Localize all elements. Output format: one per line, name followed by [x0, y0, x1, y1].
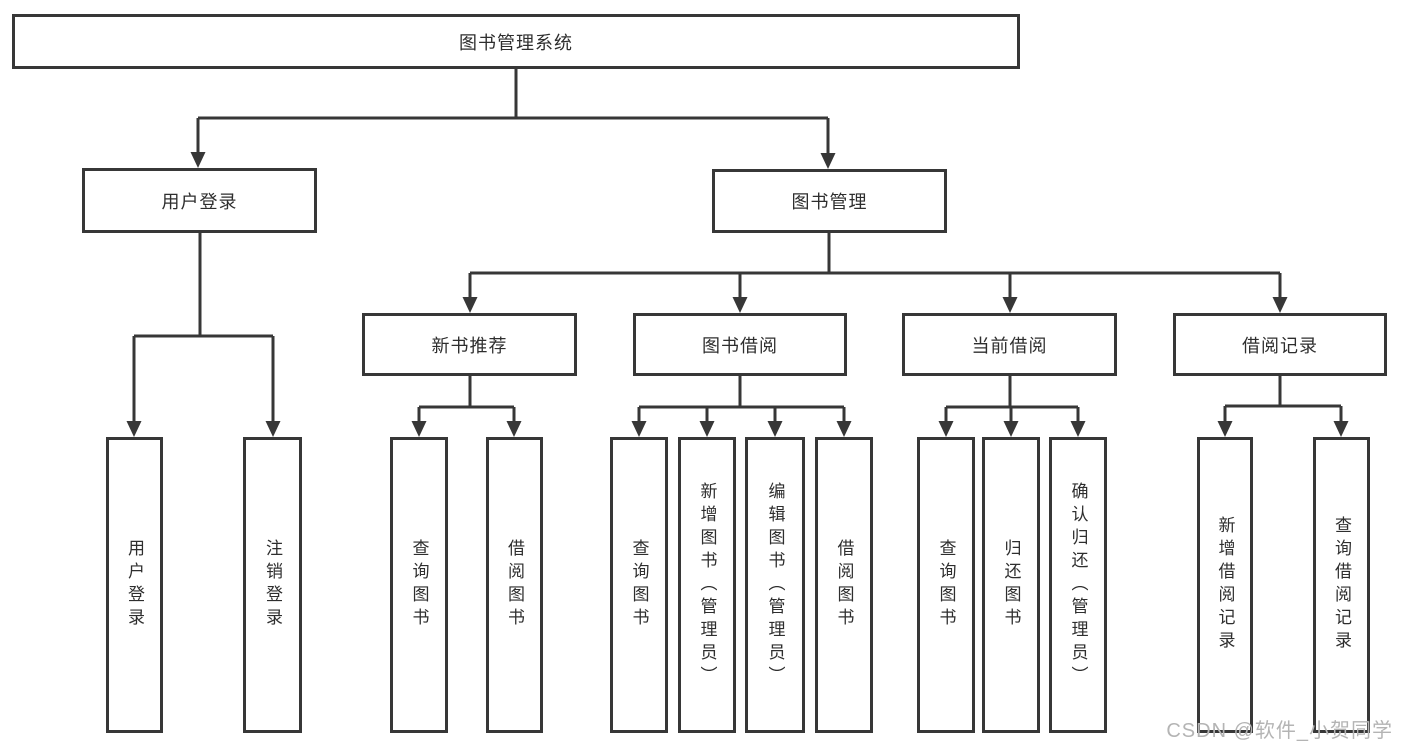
node-user-login: 用户登录 [82, 168, 317, 233]
arrowheads [126, 152, 1349, 437]
node-book-borrowing-label: 图书借阅 [702, 335, 778, 356]
node-book-management: 图书管理 [712, 169, 947, 233]
leaf-user-login-label: 用户登录 [125, 539, 144, 631]
node-user-login-label: 用户登录 [161, 191, 238, 212]
leaf-borrow-books-borrowing: 借阅图书 [815, 437, 873, 733]
leaf-query-borrow-record: 查询借阅记录 [1313, 437, 1370, 733]
leaf-user-login: 用户登录 [106, 437, 163, 733]
node-current-borrowing-label: 当前借阅 [971, 335, 1048, 356]
node-borrowing-records-label: 借阅记录 [1242, 335, 1318, 356]
leaf-query-books-current-label: 查询图书 [936, 539, 956, 631]
csdn-watermark: CSDN @软件_小贺同学 [1166, 720, 1393, 742]
leaf-add-books-admin: 新增图书（管理员） [678, 437, 736, 733]
leaf-confirm-return-admin: 确认归还（管理员） [1049, 437, 1107, 733]
node-new-book-recommend-label: 新书推荐 [431, 335, 508, 356]
leaf-query-books-borrowing-label: 查询图书 [629, 539, 649, 631]
node-current-borrowing: 当前借阅 [902, 313, 1117, 376]
leaf-query-books-recommend: 查询图书 [390, 437, 448, 733]
leaf-query-borrow-record-label: 查询借阅记录 [1332, 516, 1351, 654]
leaf-borrow-books-recommend-label: 借阅图书 [505, 539, 524, 631]
node-book-borrowing: 图书借阅 [633, 313, 847, 376]
leaf-borrow-books-recommend: 借阅图书 [486, 437, 543, 733]
leaf-edit-books-admin: 编辑图书（管理员） [745, 437, 805, 733]
leaf-borrow-books-borrowing-label: 借阅图书 [834, 539, 854, 631]
leaf-logout: 注销登录 [243, 437, 302, 733]
leaf-query-books-recommend-label: 查询图书 [409, 539, 429, 631]
leaf-add-borrow-record: 新增借阅记录 [1197, 437, 1253, 733]
node-new-book-recommend: 新书推荐 [362, 313, 577, 376]
node-root-label: 图书管理系统 [459, 32, 573, 53]
leaf-edit-books-admin-label: 编辑图书（管理员） [765, 481, 785, 689]
leaf-return-books: 归还图书 [982, 437, 1040, 733]
leaf-add-borrow-record-label: 新增借阅记录 [1215, 516, 1235, 654]
leaf-query-books-borrowing: 查询图书 [610, 437, 668, 733]
node-book-management-label: 图书管理 [791, 192, 868, 212]
leaf-add-books-admin-label: 新增图书（管理员） [697, 481, 717, 689]
node-borrowing-records: 借阅记录 [1173, 313, 1387, 376]
node-root: 图书管理系统 [12, 14, 1020, 69]
leaf-confirm-return-admin-label: 确认归还（管理员） [1068, 481, 1088, 689]
leaf-return-books-label: 归还图书 [1001, 539, 1021, 631]
leaf-logout-label: 注销登录 [263, 539, 282, 631]
leaf-query-books-current: 查询图书 [917, 437, 975, 733]
